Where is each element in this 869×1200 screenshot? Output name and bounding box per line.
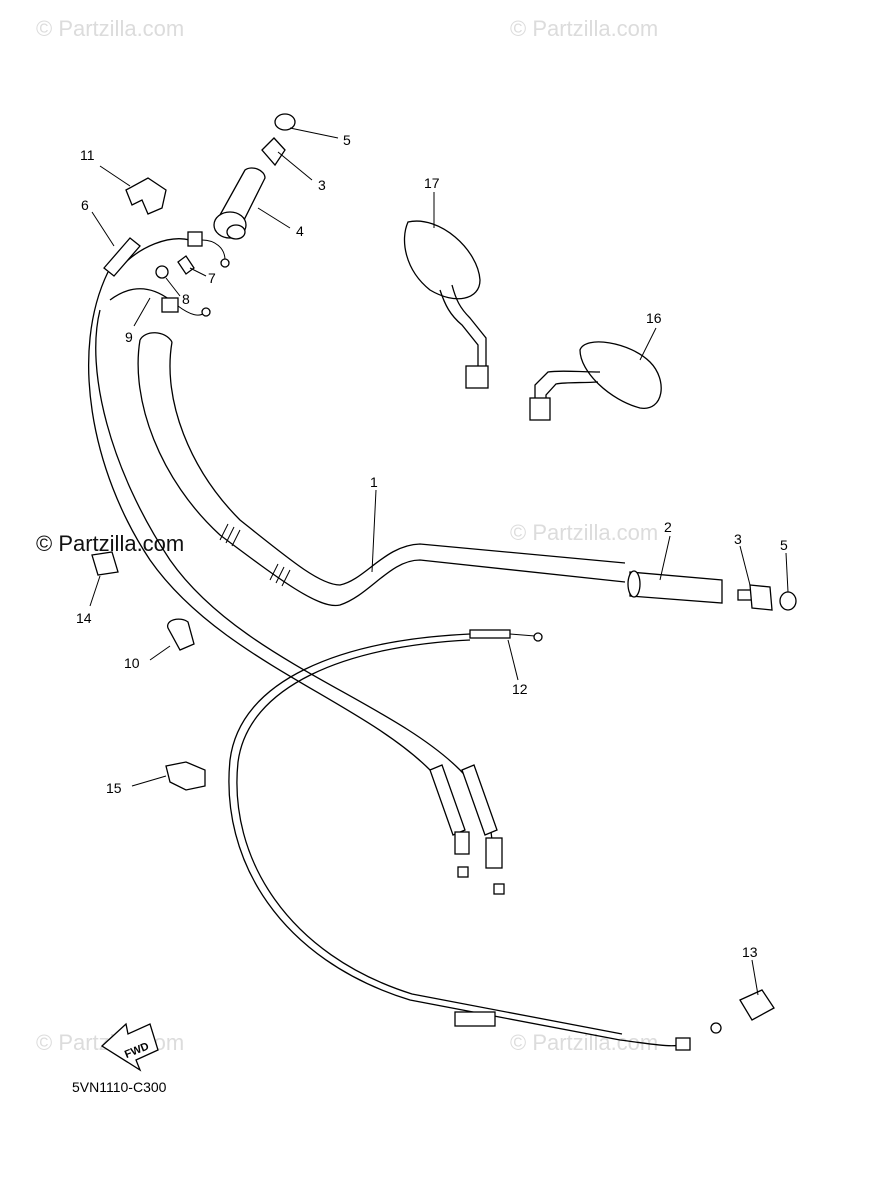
mirror-right: [529, 341, 662, 421]
bar-end-right: [737, 584, 797, 611]
callout-7: 7: [208, 270, 216, 286]
bar-end-top: [261, 113, 296, 167]
callout-5-right: 5: [780, 537, 788, 553]
callout-6: 6: [81, 197, 89, 213]
callout-9: 9: [125, 329, 133, 345]
callout-8: 8: [182, 291, 190, 307]
callout-1: 1: [370, 474, 378, 490]
callout-12: 12: [512, 681, 528, 697]
callout-5-top: 5: [343, 132, 351, 148]
clamp-10: [167, 618, 195, 651]
mirror-left: [403, 220, 489, 389]
callout-14: 14: [76, 610, 92, 626]
wire-clip-11: [125, 177, 167, 215]
throttle-cables: [88, 231, 505, 895]
callout-10: 10: [124, 655, 140, 671]
clamp-14: [91, 551, 119, 576]
forward-arrow: FWD: [100, 1022, 159, 1072]
clamp-15: [165, 761, 206, 791]
callout-16: 16: [646, 310, 662, 326]
callout-15: 15: [106, 780, 122, 796]
watermark-top-right: © Partzilla.com: [510, 16, 658, 41]
callout-11: 11: [80, 147, 95, 163]
throttle-grip: [213, 167, 266, 240]
clip-7-bolt-8: [155, 255, 195, 279]
leader-lines: [89, 127, 789, 996]
watermark-bottom-right: © Partzilla.com: [510, 1030, 658, 1055]
callout-17: 17: [424, 175, 440, 191]
callout-3-top: 3: [318, 177, 326, 193]
callout-13: 13: [742, 944, 758, 960]
callout-4: 4: [296, 223, 304, 239]
watermark-top-left: © Partzilla.com: [36, 16, 184, 41]
diagram-code: 5VN1110-C300: [72, 1079, 167, 1095]
clutch-cable: [228, 629, 775, 1051]
watermark-mid-right: © Partzilla.com: [510, 520, 658, 545]
handlebar: [137, 332, 626, 607]
right-grip: [627, 570, 723, 604]
callout-3-right: 3: [734, 531, 742, 547]
callout-2: 2: [664, 519, 672, 535]
